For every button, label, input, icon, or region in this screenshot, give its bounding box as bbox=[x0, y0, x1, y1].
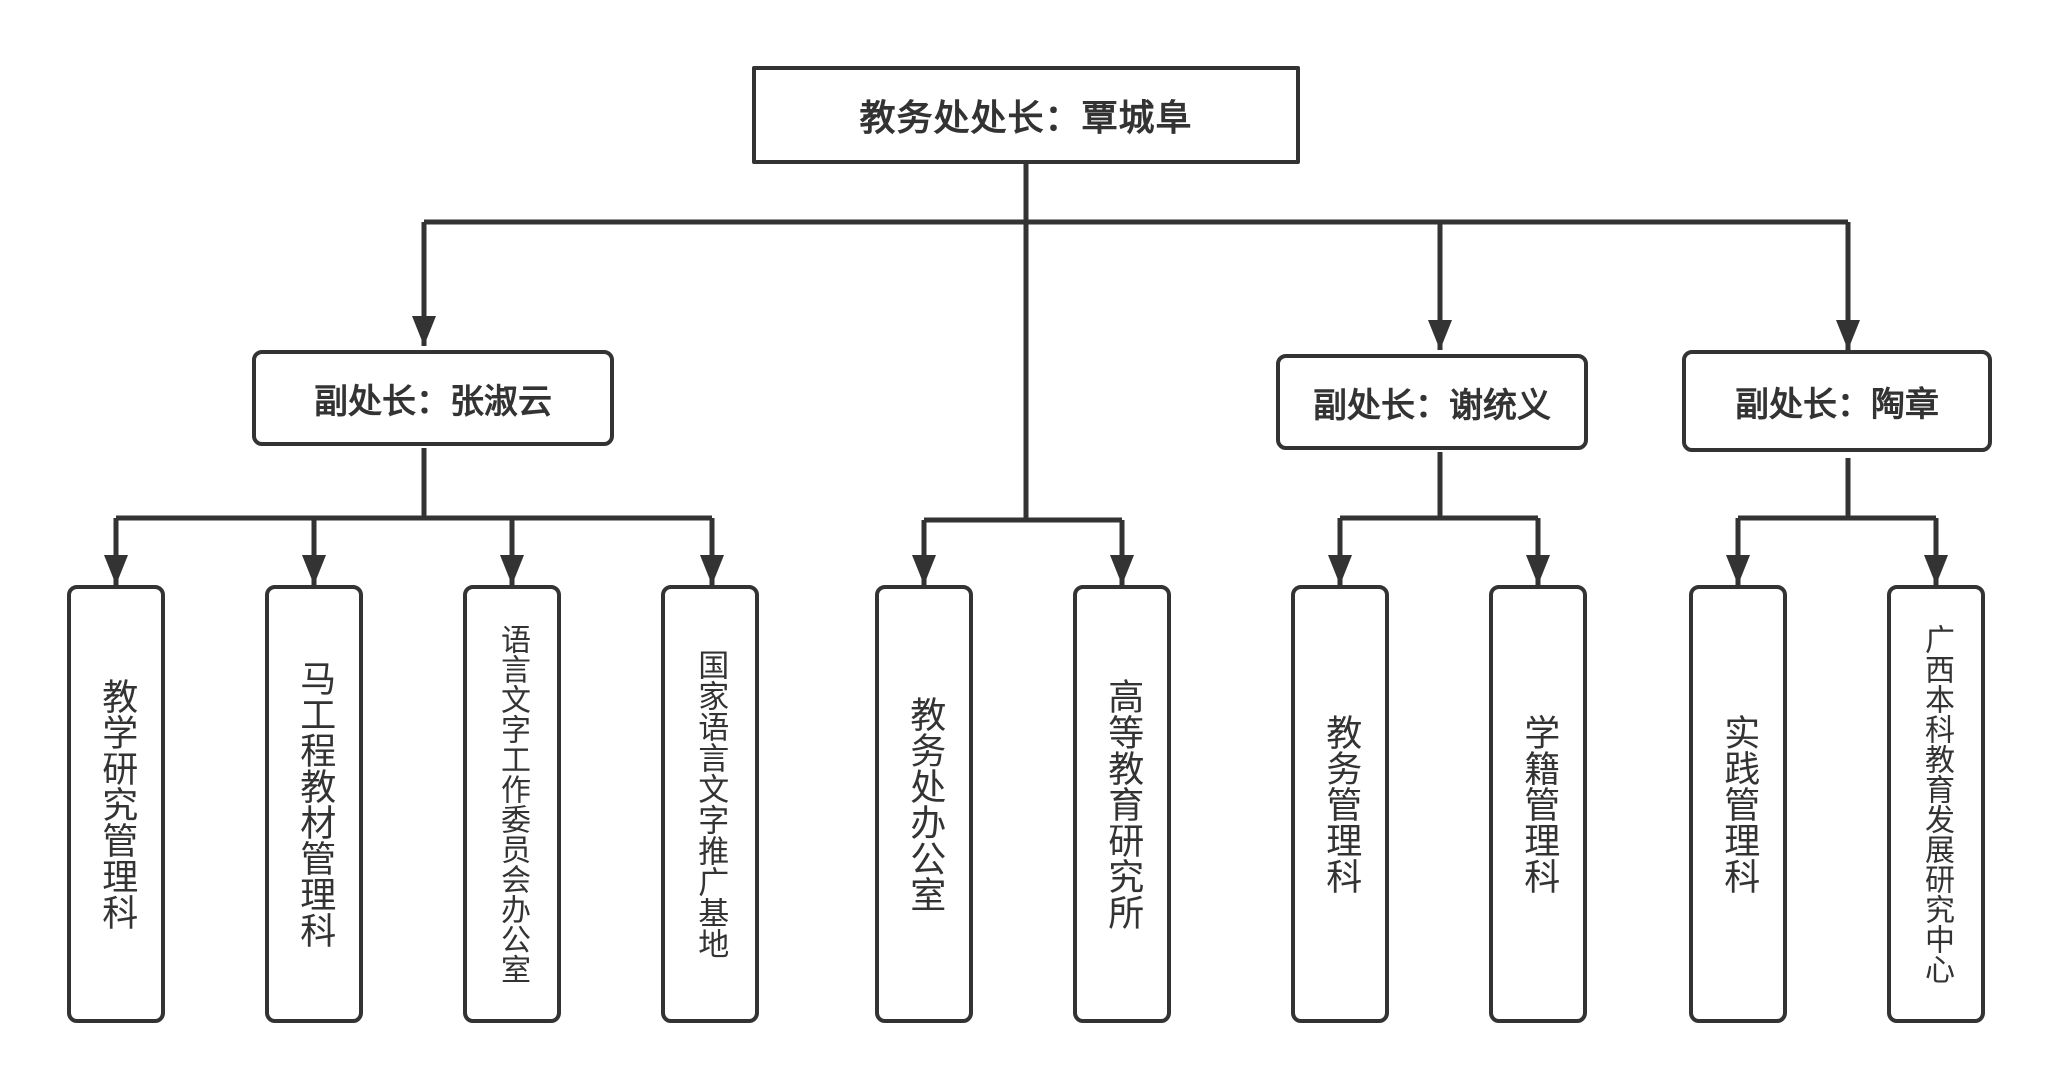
unit-box-8: 学籍管理科 bbox=[1489, 585, 1587, 1023]
unit-box-9: 实践管理科 bbox=[1689, 585, 1787, 1023]
unit-label-2: 马工程教材管理科 bbox=[294, 660, 336, 948]
unit-box-3: 语言文字工作委员会办公室 bbox=[463, 585, 561, 1023]
unit-label-6: 高等教育研究所 bbox=[1102, 678, 1144, 930]
unit-label-8: 学籍管理科 bbox=[1518, 714, 1560, 894]
unit-label-10: 广西本科教育发展研究中心 bbox=[1919, 624, 1954, 984]
unit-box-7: 教务管理科 bbox=[1291, 585, 1389, 1023]
deputy-box-zhang: 副处长：张淑云 bbox=[252, 350, 614, 446]
unit-box-5: 教务处办公室 bbox=[875, 585, 973, 1023]
unit-label-4: 国家语言文字推广基地 bbox=[692, 649, 729, 959]
unit-box-10: 广西本科教育发展研究中心 bbox=[1887, 585, 1985, 1023]
unit-label-7: 教务管理科 bbox=[1320, 714, 1362, 894]
unit-box-2: 马工程教材管理科 bbox=[265, 585, 363, 1023]
deputy-label-xie: 副处长：谢统义 bbox=[1313, 385, 1551, 426]
deputy-label-tao: 副处长：陶章 bbox=[1735, 384, 1939, 425]
director-box: 教务处处长：覃城阜 bbox=[752, 66, 1300, 164]
deputy-box-xie: 副处长：谢统义 bbox=[1276, 354, 1588, 450]
unit-label-5: 教务处办公室 bbox=[904, 696, 946, 912]
unit-label-9: 实践管理科 bbox=[1718, 714, 1760, 894]
unit-box-4: 国家语言文字推广基地 bbox=[661, 585, 759, 1023]
unit-label-3: 语言文字工作委员会办公室 bbox=[495, 624, 530, 984]
unit-box-1: 教学研究管理科 bbox=[67, 585, 165, 1023]
unit-label-1: 教学研究管理科 bbox=[96, 678, 138, 930]
deputy-label-zhang: 副处长：张淑云 bbox=[314, 381, 552, 422]
deputy-box-tao: 副处长：陶章 bbox=[1682, 350, 1992, 452]
unit-box-6: 高等教育研究所 bbox=[1073, 585, 1171, 1023]
director-label: 教务处处长：覃城阜 bbox=[859, 98, 1193, 139]
